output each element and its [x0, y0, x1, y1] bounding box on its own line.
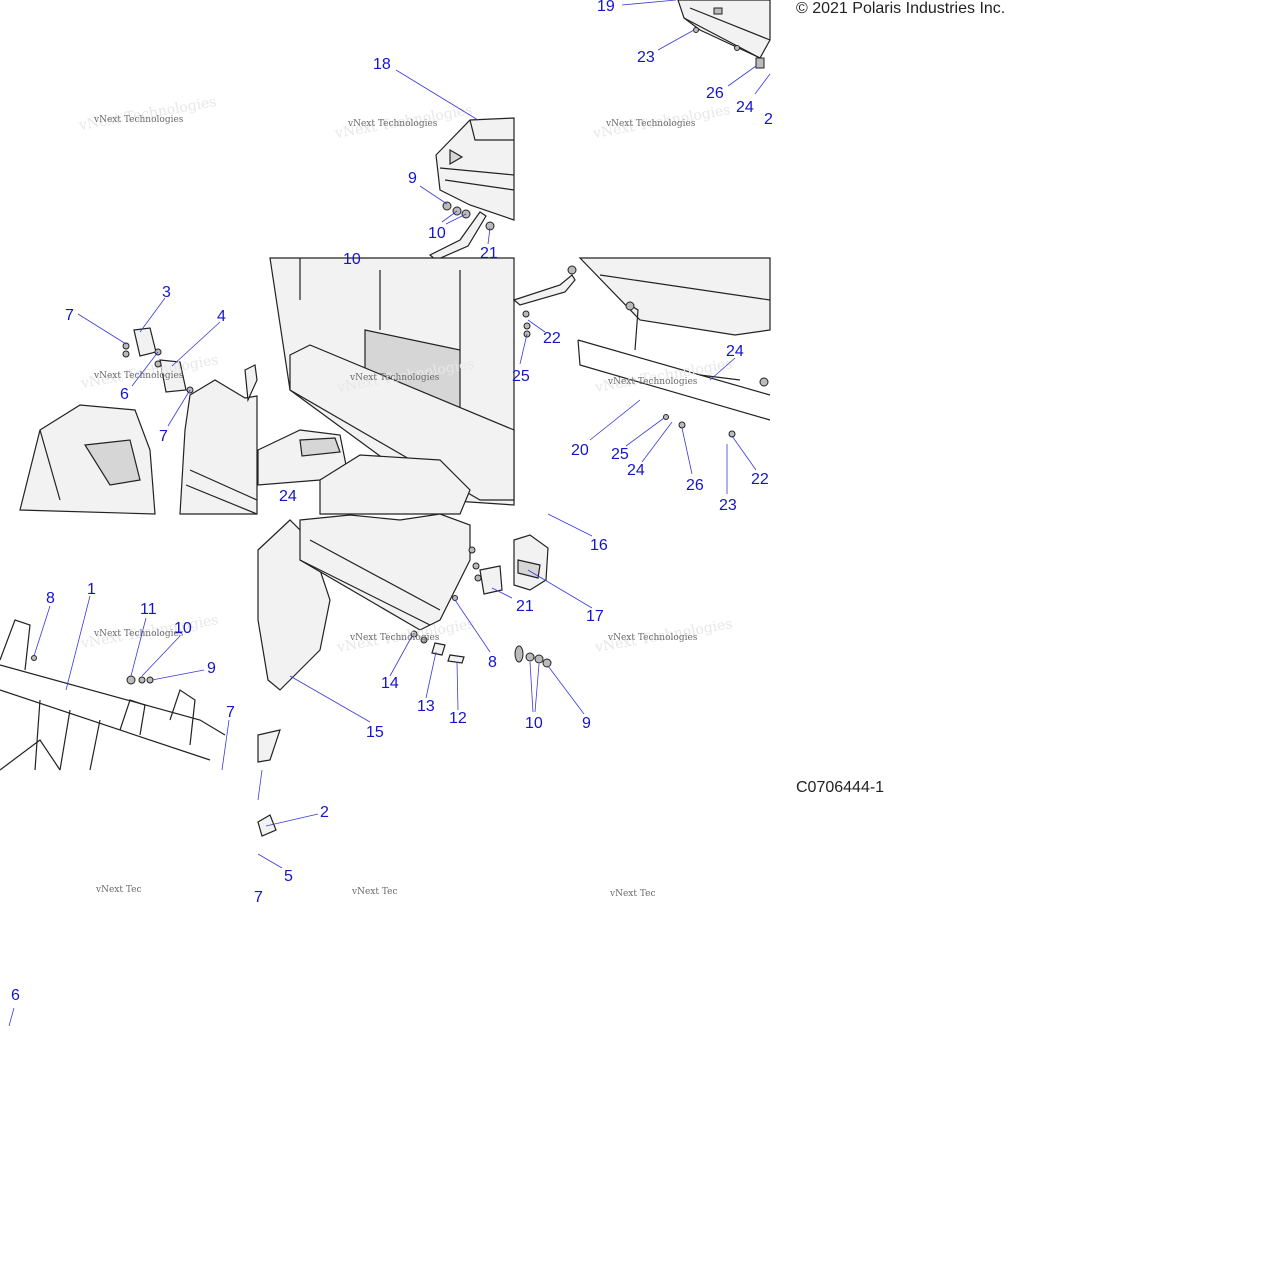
callout-25: 25: [611, 446, 629, 463]
nut-9-top: [442, 201, 452, 211]
diagram-reference-code: C0706444-1: [796, 779, 885, 796]
svg-text:vNext Technologies: vNext Technologies: [349, 373, 440, 383]
callout-15: 15: [366, 724, 384, 741]
callout-24b: 24: [279, 488, 297, 505]
svg-text:vNext Technologies: vNext Technologies: [605, 119, 696, 129]
callout-7b: 7: [159, 428, 168, 445]
callout-20: 20: [571, 442, 589, 459]
pin-hardware: [431, 642, 465, 664]
callout-23: 23: [637, 49, 655, 66]
svg-text:vNext Technologies: vNext Technologies: [347, 119, 438, 129]
callout-10b: 10: [174, 620, 192, 637]
callout-3: 3: [162, 284, 171, 301]
callout-25-partial: 25: [512, 368, 530, 385]
seat-frame-post: [179, 364, 258, 515]
callout-24: 24: [736, 99, 754, 116]
callout-9: 9: [408, 170, 417, 187]
rear-panel: [269, 257, 515, 506]
lower-bracket-shapes: [257, 729, 281, 837]
leader-lines: [8, 0, 771, 1027]
storage-box-lower: [257, 429, 471, 515]
callout-14: 14: [381, 675, 399, 692]
callout-22: 22: [543, 330, 561, 347]
callout-6b: 6: [11, 987, 20, 1004]
callout-16: 16: [590, 537, 608, 554]
callout-1: 1: [87, 581, 96, 598]
callout-11: 11: [140, 601, 157, 618]
callout-5: 5: [284, 868, 293, 885]
callout-7-partial: 7: [254, 889, 263, 906]
callout-18: 18: [373, 56, 391, 73]
rear-cargo-box: [435, 117, 515, 221]
svg-text:vNext Technologies: vNext Technologies: [93, 371, 184, 381]
rack-hardware-center: [512, 274, 576, 338]
svg-text:vNext Tec: vNext Tec: [609, 889, 656, 899]
callout-23b: 23: [719, 497, 737, 514]
callout-7: 7: [65, 307, 74, 324]
callout-8: 8: [46, 590, 55, 607]
callout-10-top-partial: 10: [343, 251, 361, 268]
callout-26b: 26: [686, 477, 704, 494]
svg-text:vNext Tec: vNext Tec: [351, 887, 398, 897]
callout-24c: 24: [627, 462, 645, 479]
callout-22b: 22: [751, 471, 769, 488]
callout-26: 26: [706, 85, 724, 102]
callout-10c: 10: [525, 715, 543, 732]
seat-side-panel: [257, 513, 482, 691]
rack-top-frame: [677, 0, 771, 69]
callout-10: 10: [428, 225, 446, 242]
callout-4: 4: [217, 308, 226, 325]
svg-text:vNext Technologies: vNext Technologies: [93, 629, 184, 639]
callout-17: 17: [586, 608, 604, 625]
callout-19: 19: [597, 0, 615, 15]
callout-7c: 7: [226, 704, 235, 721]
svg-text:vNext Technologies: vNext Technologies: [607, 377, 698, 387]
base-frame: [0, 619, 226, 771]
callout-9b: 9: [207, 660, 216, 677]
latch-assembly: [479, 534, 552, 668]
callout-21: 21: [480, 245, 498, 262]
svg-text:vNext Technologies: vNext Technologies: [93, 115, 184, 125]
callout-2: 2: [320, 804, 329, 821]
rack-frame: [567, 257, 771, 438]
callout-21b: 21: [516, 598, 534, 615]
callout-9c: 9: [582, 715, 591, 732]
copyright-notice: © 2021 Polaris Industries Inc.: [796, 0, 1006, 17]
callouts: 19 23 26 24 2 18 9 10 21 3 7 4 6 7 24 22…: [11, 0, 773, 1004]
callout-2-partial: 2: [764, 111, 773, 128]
svg-text:vNext Technologies: vNext Technologies: [349, 633, 440, 643]
callout-12: 12: [449, 710, 467, 727]
seat-back-left: [19, 404, 156, 515]
callout-24d: 24: [726, 343, 744, 360]
callout-6: 6: [120, 386, 129, 403]
callout-13: 13: [417, 698, 435, 715]
svg-text:vNext Tec: vNext Tec: [95, 885, 142, 895]
callout-8b: 8: [488, 654, 497, 671]
svg-text:vNext Technologies: vNext Technologies: [607, 633, 698, 643]
